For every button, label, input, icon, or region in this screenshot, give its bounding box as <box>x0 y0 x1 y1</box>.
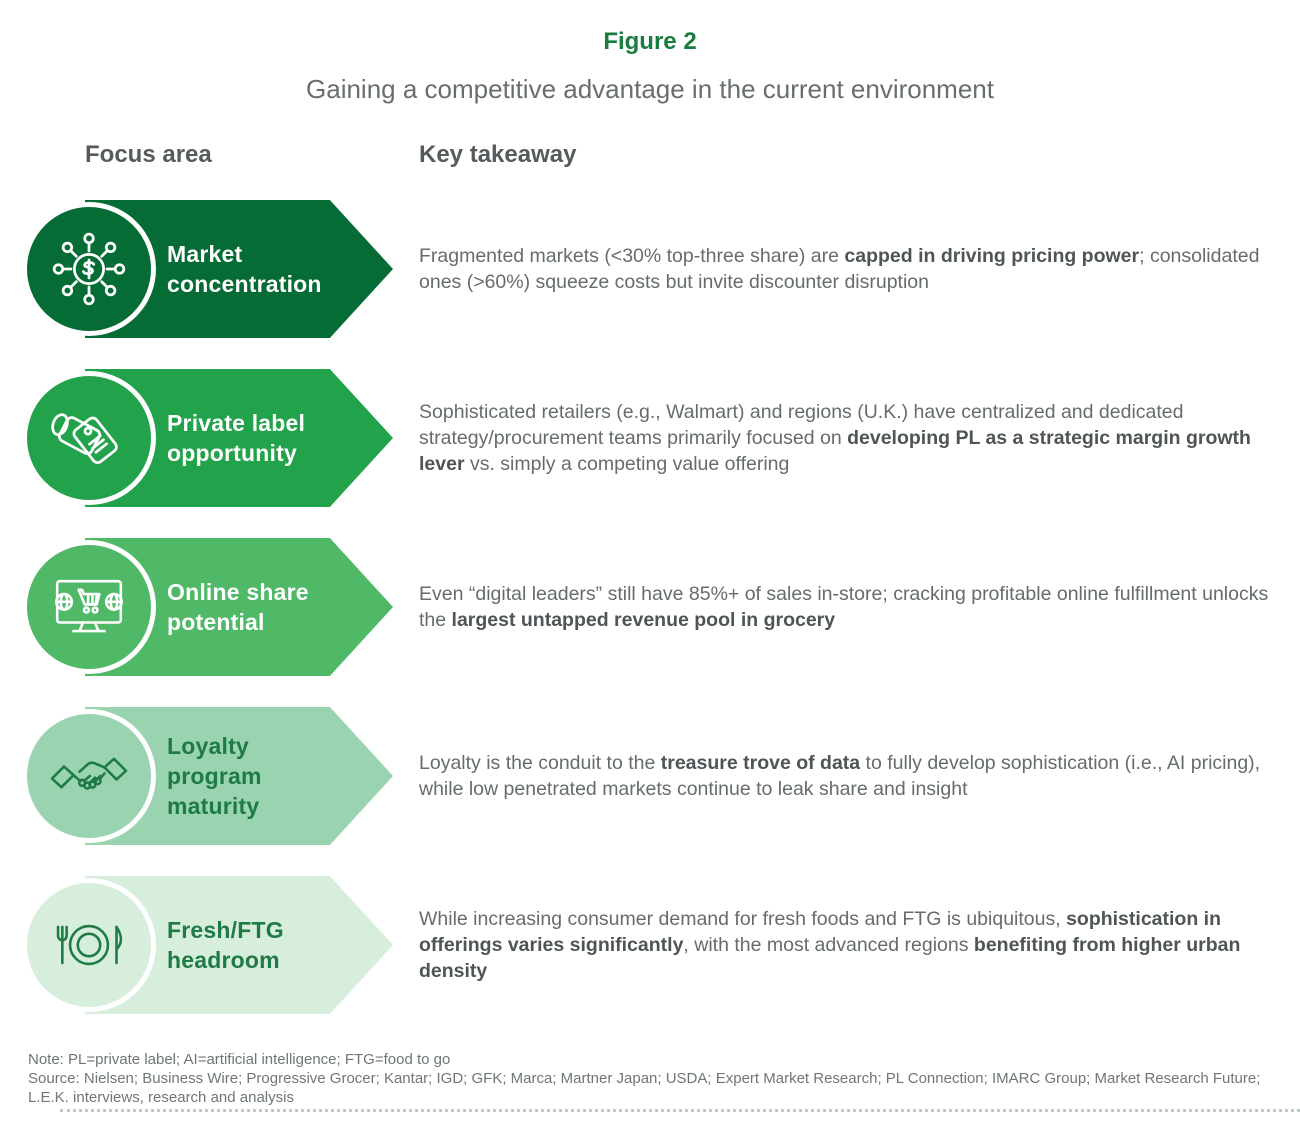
focus-label: Online share potential <box>167 579 309 635</box>
takeaway-text: Loyalty is the conduit to the treasure t… <box>419 752 1261 800</box>
takeaway-text: While increasing consumer demand for fre… <box>419 908 1241 982</box>
dollar-network-icon <box>22 202 156 336</box>
focus-row-online-share-potential: Online share potential Even “digital lea… <box>0 538 1300 676</box>
footer-source: Source: Nielsen; Business Wire; Progress… <box>28 1070 1261 1106</box>
takeaway-text: Fragmented markets (<30% top-three share… <box>419 245 1260 293</box>
focus-label: Fresh/FTG headroom <box>167 917 284 973</box>
price-tags-icon <box>22 371 156 505</box>
focus-row-loyalty-program-maturity: Loyalty program maturity Loyalty is the … <box>0 707 1300 845</box>
focus-row-private-label-opportunity: Private label opportunity Sophisticated … <box>0 369 1300 507</box>
takeaway-text: Even “digital leaders” still have 85%+ o… <box>419 583 1269 631</box>
handshake-icon <box>22 709 156 843</box>
figure-label: Figure 2 <box>603 28 697 55</box>
focus-label: Private label opportunity <box>167 410 306 466</box>
takeaway-text: Sophisticated retailers (e.g., Walmart) … <box>419 401 1251 475</box>
footer-note: Note: PL=private label; AI=artificial in… <box>28 1051 451 1068</box>
column-header-focus-area: Focus area <box>85 141 212 168</box>
figure-title: Gaining a competitive advantage in the c… <box>306 74 994 104</box>
focus-label: Market concentration <box>167 241 322 297</box>
monitor-cart-icon <box>22 540 156 674</box>
focus-row-fresh-ftg-headroom: Fresh/FTG headroom While increasing cons… <box>0 876 1300 1014</box>
plate-cutlery-icon <box>22 878 156 1012</box>
column-header-key-takeaway: Key takeaway <box>419 141 577 168</box>
cropped-section-rule <box>60 1109 1300 1112</box>
focus-label: Loyalty program maturity <box>167 733 262 819</box>
focus-row-market-concentration: Market concentration Fragmented markets … <box>0 200 1300 338</box>
